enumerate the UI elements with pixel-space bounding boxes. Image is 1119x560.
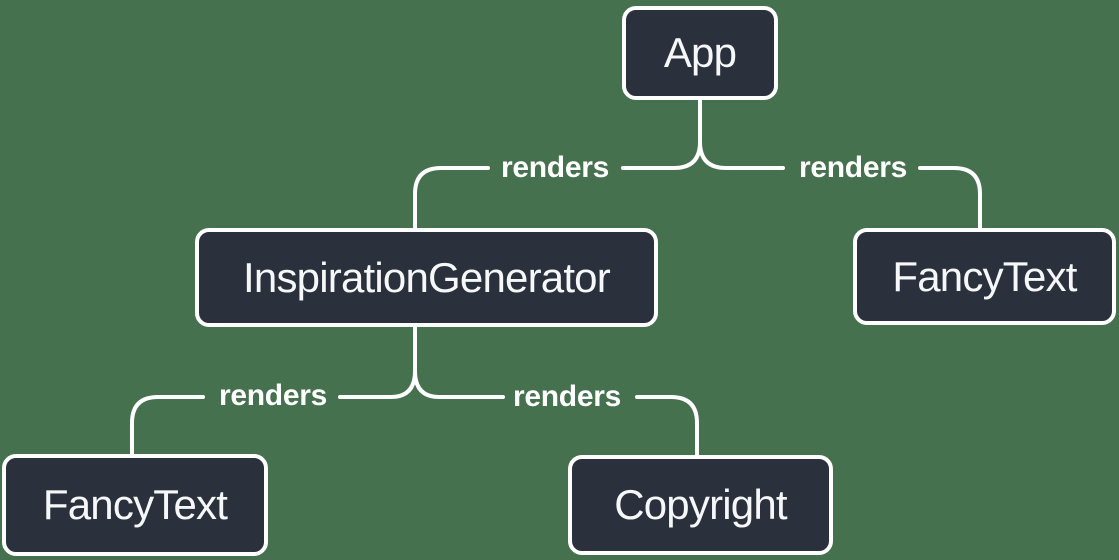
edge-line-app-inspirationgenerator-elbow [413,166,490,230]
edge-line-inspirationgenerator-fancytext-elbow [130,395,205,456]
edge-line-inspirationgenerator-copyright-stem [413,369,505,399]
edge-line-app-fancytext-elbow [918,166,982,230]
node-inspiration-generator: InspirationGenerator [195,228,658,327]
node-app: App [622,6,778,100]
node-fancy-text-top-label: FancyText [892,252,1077,300]
node-copyright: Copyright [568,455,833,555]
edge-label-app-inspirationgenerator: renders [501,151,609,184]
node-app-label: App [663,29,737,76]
edge-label-inspirationgenerator-fancytext: renders [219,379,327,412]
edge-line-inspirationgenerator-copyright-elbow [635,395,699,457]
edge-line-app-fancytext-stem [698,140,785,170]
node-fancy-text-top: FancyText [853,228,1116,325]
node-fancy-text-bottom-label: FancyText [42,481,228,528]
node-inspiration-generator-label: InspirationGenerator [243,253,611,301]
edge-label-inspirationgenerator-copyright: renders [513,380,621,413]
node-copyright-label: Copyright [614,481,787,528]
edge-line-inspirationgenerator-fancytext-stem [338,325,417,399]
node-fancy-text-bottom: FancyText [2,454,268,556]
edge-label-app-fancytext: renders [799,151,907,184]
edge-line-app-inspirationgenerator-stem [621,98,702,170]
